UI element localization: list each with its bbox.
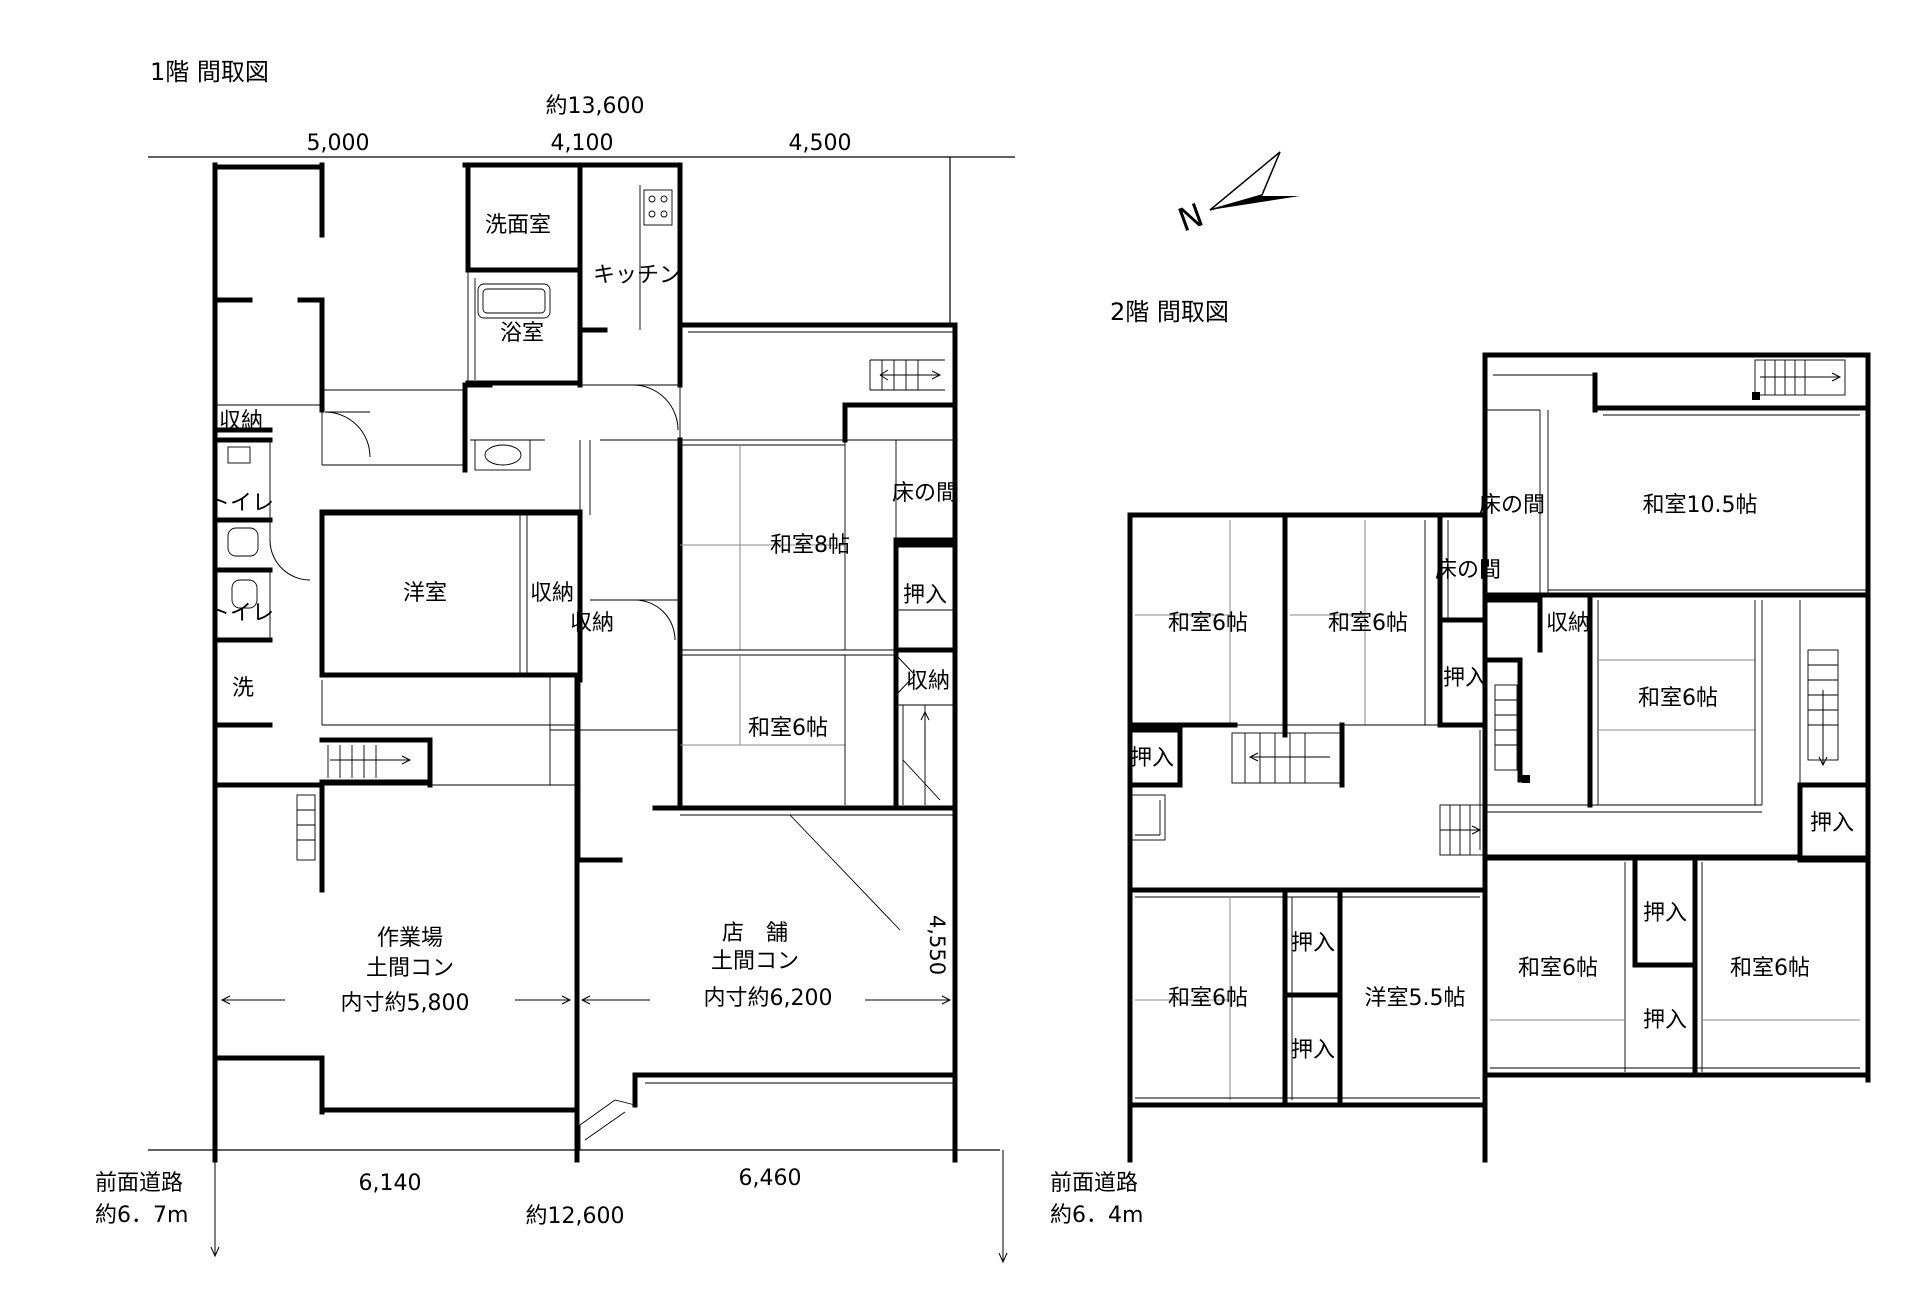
dim-bottom-1: 6,140 xyxy=(359,1171,422,1196)
floor2-title: 2階 間取図 xyxy=(1110,298,1229,326)
room-2f-washitsu6-c: 和室6帖 xyxy=(1168,986,1248,1011)
dim-top-1: 5,000 xyxy=(307,131,370,156)
room-2f-oshiire-g: 押入 xyxy=(1643,1008,1687,1033)
room-2f-washitsu105: 和室10.5帖 xyxy=(1643,493,1758,518)
room-2f-oshiire-a: 押入 xyxy=(1443,666,1487,691)
room-tokonoma: 床の間 xyxy=(892,481,958,506)
room-yokushitsu: 浴室 xyxy=(500,321,544,346)
dim-top-3: 4,500 xyxy=(789,131,852,156)
room-kitchen: キッチン xyxy=(593,263,681,288)
room-2f-yoshitsu55: 洋室5.5帖 xyxy=(1365,986,1466,1011)
room-2f-shuno: 収納 xyxy=(1546,611,1590,636)
room-2f-oshiire-d: 押入 xyxy=(1291,1038,1335,1063)
room-2f-washitsu6-f: 和室6帖 xyxy=(1730,956,1810,981)
dim-total-top: 約13,600 xyxy=(546,94,645,119)
room-sagyoba-size: 内寸約5,800 xyxy=(341,991,470,1016)
room-2f-washitsu6-b: 和室6帖 xyxy=(1328,611,1408,636)
floor2-road-width: 約6．4m xyxy=(1050,1203,1143,1228)
room-2f-washitsu6-d: 和室6帖 xyxy=(1638,686,1718,711)
room-toilet-b: トイレ xyxy=(208,601,274,626)
room-2f-washitsu6-a: 和室6帖 xyxy=(1168,611,1248,636)
room-2f-oshiire-f: 押入 xyxy=(1643,901,1687,926)
north-arrow-icon: N xyxy=(1173,151,1300,240)
room-2f-washitsu6-e: 和室6帖 xyxy=(1518,956,1598,981)
dim-side: 4,550 xyxy=(925,915,949,975)
room-tenpo-size: 内寸約6,200 xyxy=(704,986,833,1011)
floor1-road-label: 前面道路 xyxy=(95,1171,183,1196)
room-shuno-d: 収納 xyxy=(906,669,950,694)
room-oshiire: 押入 xyxy=(903,583,947,608)
room-washitsu6: 和室6帖 xyxy=(748,716,828,741)
room-2f-tokonoma-a: 床の間 xyxy=(1479,493,1545,518)
room-tenpo-sub: 土間コン xyxy=(711,949,799,974)
dim-total-bottom: 約12,600 xyxy=(526,1204,625,1229)
dim-top-2: 4,100 xyxy=(551,131,614,156)
room-washitsu8: 和室8帖 xyxy=(770,533,850,558)
floor1-title: 1階 間取図 xyxy=(150,58,269,86)
floor2-plan: 前面道路 約6．4m 床の間 和室10.5帖 xyxy=(1050,352,1871,1228)
floor1-dimensions: 約13,600 5,000 4,100 4,500 6,140 6,460 約1… xyxy=(95,94,1015,1264)
room-sagyoba-sub: 土間コン xyxy=(366,956,454,981)
room-2f-oshiire-c: 押入 xyxy=(1291,931,1335,956)
floor2-road-label: 前面道路 xyxy=(1050,1171,1138,1196)
svg-text:N: N xyxy=(1173,196,1208,240)
room-shuno-a: 収納 xyxy=(219,409,263,434)
room-sen: 洗 xyxy=(232,676,254,701)
room-tenpo: 店 舗 xyxy=(722,921,788,946)
dim-bottom-2: 6,460 xyxy=(739,1166,802,1191)
room-toilet-a: トイレ xyxy=(208,491,274,516)
room-2f-oshiire-b: 押入 xyxy=(1130,746,1174,771)
room-senmen: 洗面室 xyxy=(485,213,551,238)
room-yoshitsu: 洋室 xyxy=(403,581,447,606)
room-shuno-c: 収納 xyxy=(570,611,614,636)
floor1-plan: 洗面室 浴室 キッチン 収納 トイレ トイレ 洗 xyxy=(208,162,958,1163)
room-2f-tokonoma-b: 床の間 xyxy=(1435,558,1501,583)
floor1-road-width: 約6．7m xyxy=(95,1203,188,1228)
room-2f-oshiire-e: 押入 xyxy=(1810,811,1854,836)
room-shuno-b: 収納 xyxy=(530,581,574,606)
room-sagyoba: 作業場 xyxy=(377,926,443,951)
